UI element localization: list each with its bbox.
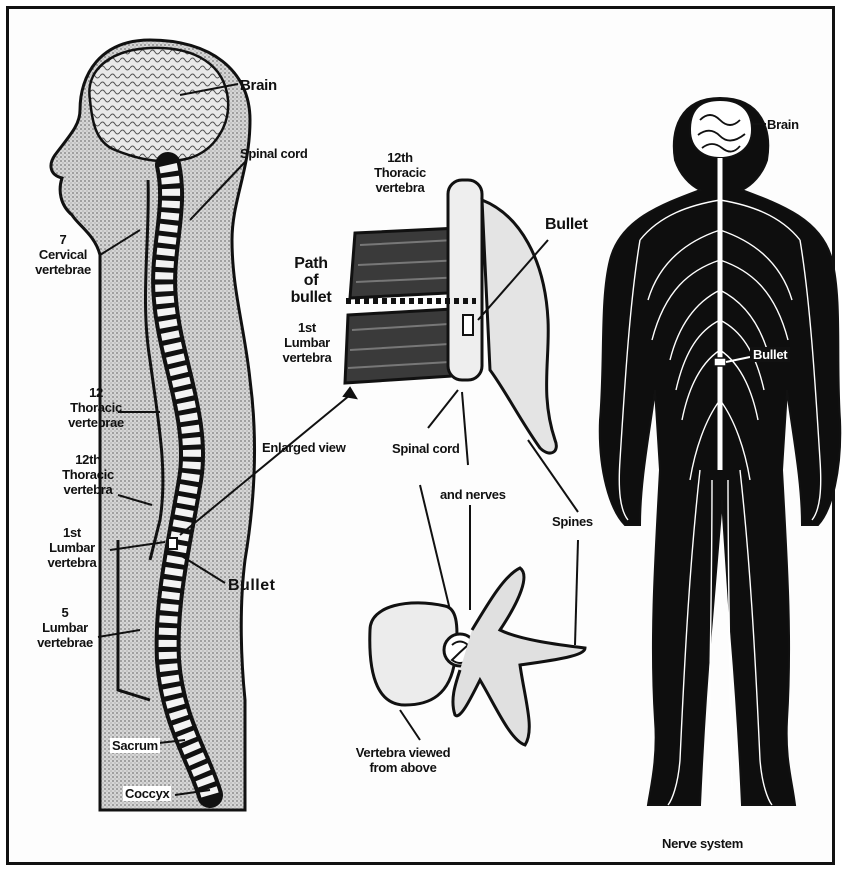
thoracic-word: Thoracic <box>66 400 126 415</box>
cervical-count: 7 <box>28 232 98 247</box>
twelfth-vertebra-word: vertebra <box>56 482 120 497</box>
mid-vertebra-word: vertebra <box>360 180 440 195</box>
enlarged-view-label: Enlarged view <box>262 440 346 455</box>
thoracic-vertebrae-word: vertebrae <box>66 415 126 430</box>
back-brain <box>690 100 752 158</box>
bullet-label-left: Bullet <box>228 578 275 594</box>
thoracic-count: 12 <box>66 385 126 400</box>
spinal-cord-label-mid: Spinal cord <box>392 441 460 456</box>
cervical-word: Cervical <box>28 247 98 262</box>
path-of-bullet-label: Path of bullet <box>276 255 346 306</box>
thoracic-vertebrae-label: 12 Thoracic vertebrae <box>66 385 126 430</box>
nerve-system-figure <box>600 98 840 805</box>
and-nerves-label: and nerves <box>440 487 506 502</box>
mid-lumbar-vertebra-word: vertebra <box>272 350 342 365</box>
lumbar-count: 5 <box>30 605 100 620</box>
brain-label-right: Brain <box>767 117 799 132</box>
mid-first-ordinal: 1st <box>272 320 342 335</box>
coccyx-label: Coccyx <box>123 786 171 801</box>
spinal-cord-tube <box>448 180 482 380</box>
spines-label: Spines <box>552 514 593 529</box>
bullet-word: bullet <box>276 289 346 306</box>
bullet-label-right: Bullet <box>750 347 790 362</box>
first-lumbar-label-mid: 1st Lumbar vertebra <box>272 320 342 365</box>
twelfth-thoracic-label-mid: 12th Thoracic vertebra <box>360 150 440 195</box>
side-brain <box>89 48 228 161</box>
path-word: Path <box>276 255 346 272</box>
mid-lumbar-word: Lumbar <box>272 335 342 350</box>
of-word: of <box>276 272 346 289</box>
vertebra-top-view <box>370 568 585 745</box>
lumbar-word: Lumbar <box>30 620 100 635</box>
vertebra-top-processes <box>453 568 585 745</box>
vertebra-viewed-line: Vertebra viewed <box>348 745 458 760</box>
enlarged-vertebrae <box>345 180 556 453</box>
twelfth-ordinal: 12th <box>56 452 120 467</box>
first-vertebra-word: vertebra <box>40 555 104 570</box>
twelfth-thoracic-label-left: 12th Thoracic vertebra <box>56 452 120 497</box>
cervical-vertebrae-label: 7 Cervical vertebrae <box>28 232 98 277</box>
cervical-vertebrae-word: vertebrae <box>28 262 98 277</box>
mid-thoracic-word: Thoracic <box>360 165 440 180</box>
first-lumbar-label-left: 1st Lumbar vertebra <box>40 525 104 570</box>
bullet-label-mid: Bullet <box>545 217 588 233</box>
sacrum-label: Sacrum <box>110 738 160 753</box>
spinous-process <box>482 200 556 453</box>
spinal-cord-label-left: Spinal cord <box>240 146 308 161</box>
brain-label-left: Brain <box>240 78 277 94</box>
lumbar-vertebrae-label: 5 Lumbar vertebrae <box>30 605 100 650</box>
nerve-system-label: Nerve system <box>662 836 743 851</box>
mid-twelfth-ordinal: 12th <box>360 150 440 165</box>
twelfth-thoracic-word: Thoracic <box>56 467 120 482</box>
from-above-line: from above <box>348 760 458 775</box>
lumbar-vertebrae-word: vertebrae <box>30 635 100 650</box>
first-ordinal: 1st <box>40 525 104 540</box>
vertebra-from-above-label: Vertebra viewed from above <box>348 745 458 775</box>
first-lumbar-word: Lumbar <box>40 540 104 555</box>
